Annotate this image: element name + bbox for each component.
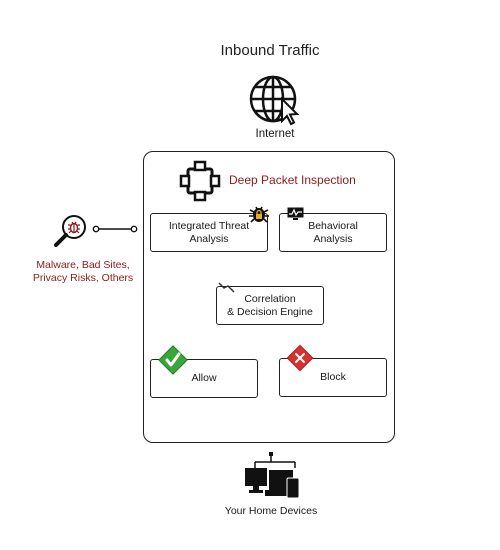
correlation-decision-engine-label: Correlation & Decision Engine: [227, 293, 313, 318]
bug-lock-icon: [249, 206, 269, 223]
block-x-icon: [286, 344, 314, 372]
block-label: Block: [320, 371, 346, 384]
correlation-decision-engine-box: Correlation & Decision Engine: [216, 286, 324, 325]
trend-line-icon: [218, 282, 235, 293]
chip-icon: [179, 160, 221, 202]
dpi-label: Deep Packet Inspection: [229, 173, 356, 187]
behavioral-analysis-box: Behavioral Analysis: [279, 213, 387, 252]
internet-label: Internet: [255, 128, 295, 140]
integrated-threat-analysis-box: Integrated Threat Analysis: [150, 213, 268, 252]
home-devices-label: Your Home Devices: [224, 505, 318, 517]
allow-label: Allow: [191, 372, 217, 385]
threat-connector: [92, 225, 138, 233]
allow-check-icon: [158, 345, 188, 375]
home-devices-icon: [245, 452, 300, 499]
threats-label: Malware, Bad Sites, Privacy Risks, Other…: [32, 259, 134, 284]
behavioral-analysis-label: Behavioral Analysis: [308, 220, 358, 245]
monitor-activity-icon: [287, 207, 304, 220]
diagram-title: Inbound Traffic: [220, 42, 320, 59]
globe-cursor-icon: [249, 75, 300, 126]
integrated-threat-analysis-label: Integrated Threat Analysis: [168, 220, 250, 245]
magnifier-bug-icon: [54, 215, 86, 247]
inspection-frame: [143, 151, 395, 443]
